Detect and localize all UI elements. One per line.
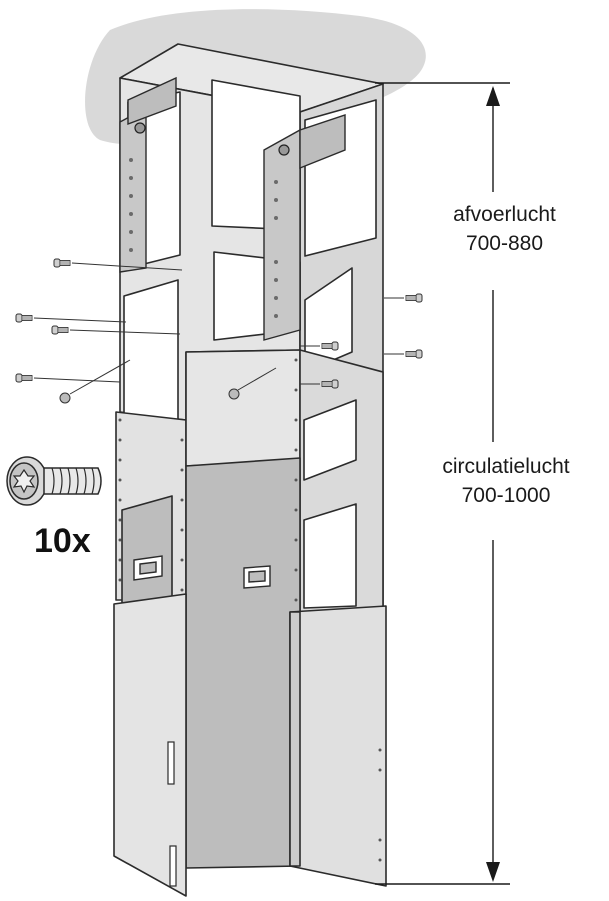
dimension-lines: [375, 82, 510, 885]
side-perforations: [118, 358, 382, 862]
screw-left-3: [51, 325, 181, 335]
screw-right-4: [300, 379, 339, 389]
exhaust-dimension-label: afvoerlucht 700-880: [432, 200, 577, 258]
screw-right-2: [384, 349, 423, 359]
panel-slots: [167, 741, 177, 887]
bracket-screw-right: [278, 144, 290, 156]
screw-quantity-label: 10x: [34, 522, 91, 560]
exhaust-label-text: afvoerlucht: [453, 203, 556, 226]
rail-holes: [129, 158, 278, 318]
recirculation-range-text: 700-1000: [461, 484, 551, 507]
back-rail: [119, 76, 346, 341]
bracket-screw-left: [134, 122, 146, 134]
mounting-screws: [15, 258, 423, 404]
screw-left-1: [53, 258, 183, 271]
screw-left-5: [59, 359, 131, 404]
panel-handles: [133, 555, 271, 589]
recirculation-label-text: circulatielucht: [442, 455, 570, 478]
screw-right-1: [384, 293, 423, 303]
cover-panels: [113, 457, 387, 897]
torx-screw-icon: [6, 456, 102, 506]
screw-left-2: [15, 313, 127, 323]
screw-left-4: [15, 373, 121, 383]
screw-right-3: [300, 341, 339, 351]
lower-frame: [115, 349, 384, 613]
exhaust-range-text: 700-880: [465, 232, 544, 255]
recirculation-dimension-label: circulatielucht 700-1000: [420, 452, 592, 510]
screw-center: [228, 367, 277, 400]
